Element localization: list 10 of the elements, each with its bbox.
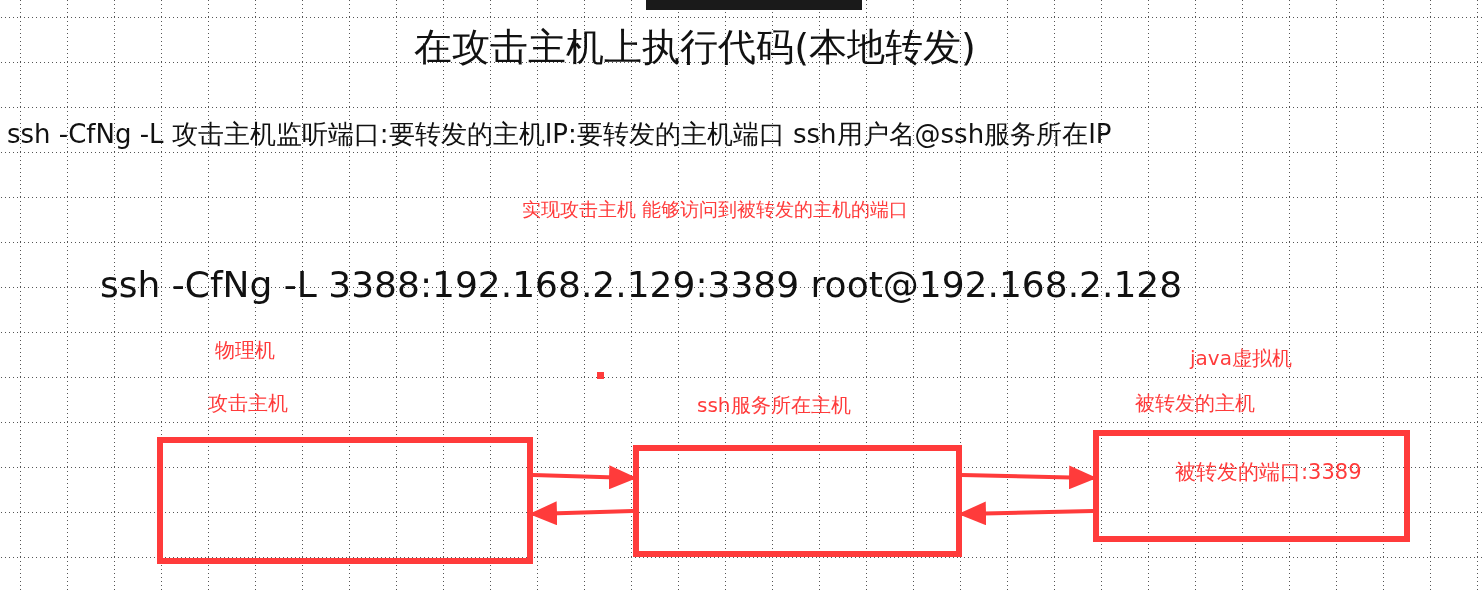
host-label: 被转发的主机 [1135, 390, 1255, 417]
note: 实现攻击主机 能够访问到被转发的主机的端口 [522, 197, 909, 222]
title: 在攻击主机上执行代码(本地转发) [413, 24, 977, 71]
host-label: 攻击主机 [208, 390, 288, 417]
host-label: java虚拟机 [1190, 345, 1292, 372]
port-label: 被转发的端口:3389 [1175, 459, 1362, 486]
host-label: 物理机 [215, 337, 275, 364]
host-label: ssh服务所在主机 [697, 392, 851, 419]
command-example: ssh -CfNg -L 3388:192.168.2.129:3389 root@192.168.2.128 [100, 264, 1183, 305]
command-syntax: ssh -CfNg -L 攻击主机监听端口:要转发的主机IP:要转发的主机端口 ssh用户名@ssh服务所在IP [7, 118, 1112, 151]
